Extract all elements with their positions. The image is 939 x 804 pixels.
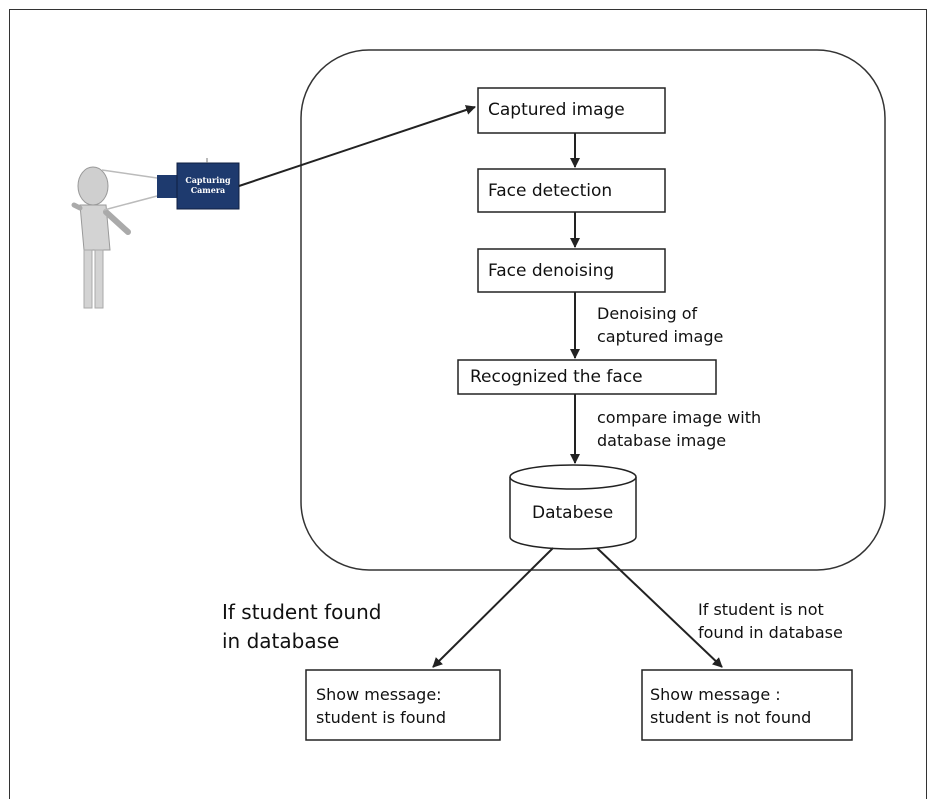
denoising-note: Denoising of captured image <box>597 304 724 346</box>
system-boundary <box>300 49 886 571</box>
arrow-database-to-found <box>432 547 554 668</box>
arrow-database-to-not-found <box>596 547 723 668</box>
box-recognized-face <box>457 359 717 395</box>
box-face-detection <box>477 168 666 213</box>
box-found-message <box>305 669 501 741</box>
not-found-branch-label: If student is not found in database <box>698 600 843 642</box>
captured-image-label: Captured image <box>488 100 625 120</box>
face-detection-label: Face detection <box>488 181 613 201</box>
recognized-face-label: Recognized the face <box>470 367 643 387</box>
arrow-camera-to-captured <box>238 105 476 187</box>
box-captured-image <box>477 87 666 134</box>
compare-note: compare image with database image <box>597 408 762 450</box>
box-not-found-message <box>641 669 853 741</box>
database-cylinder <box>509 464 637 550</box>
found-branch-label: If student found in database <box>222 600 382 653</box>
person-icon <box>71 166 158 309</box>
camera-icon <box>157 158 240 210</box>
diagram-frame <box>9 9 927 799</box>
found-message-text: Show message: student is found <box>316 685 446 727</box>
box-face-denoising <box>477 248 666 293</box>
face-denoising-label: Face denoising <box>488 261 615 281</box>
database-label: Databese <box>532 503 614 523</box>
camera-label: Capturing Camera <box>185 175 231 195</box>
not-found-message-text: Show message : student is not found <box>650 685 812 727</box>
